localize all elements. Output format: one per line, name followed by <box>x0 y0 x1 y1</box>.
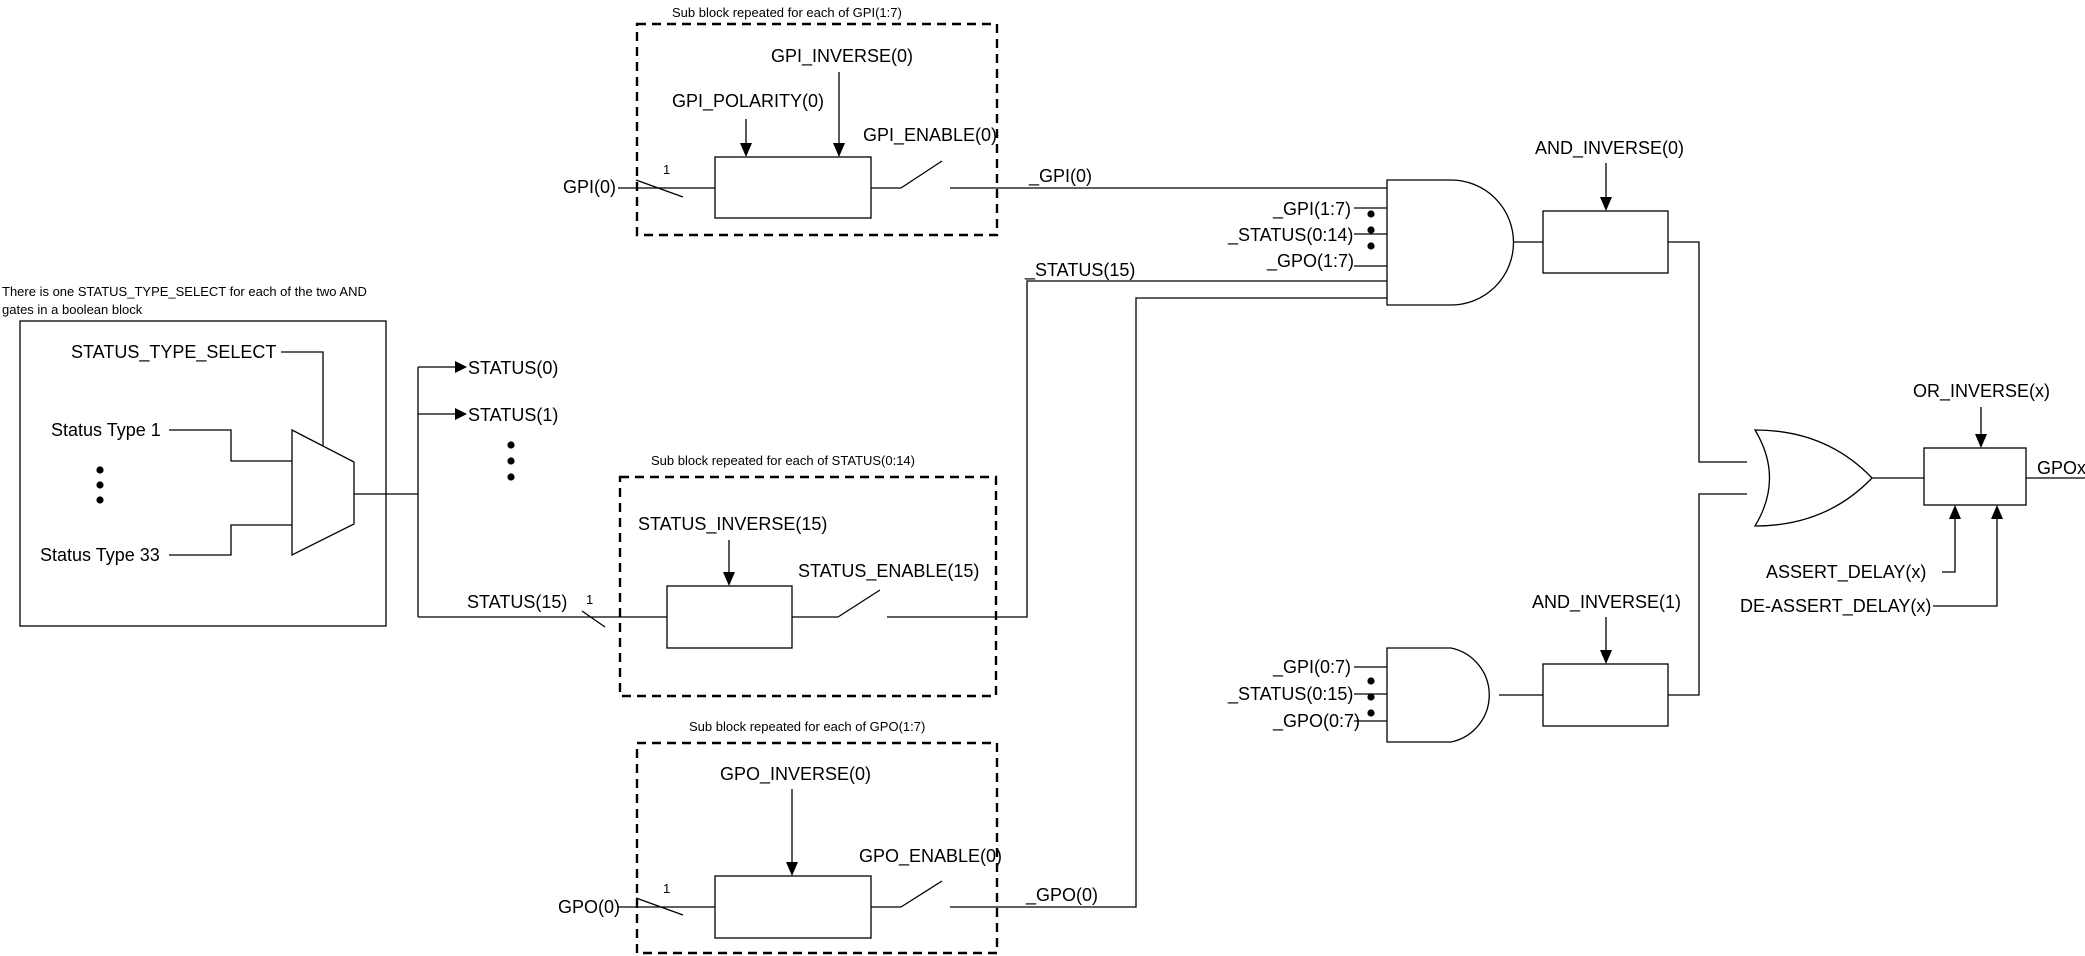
gpi-polarity-arrowhead <box>740 143 752 157</box>
and1-to-or-wire <box>1668 493 1747 696</box>
gpo-output-wire <box>950 297 1387 908</box>
gpo-inverse-box <box>714 875 872 939</box>
gpi-enable-label: GPI_ENABLE(0) <box>863 125 997 146</box>
gpo-sub-block-caption: Sub block repeated for each of GPO(1:7) <box>689 719 925 734</box>
status-type-first-wire <box>169 429 292 462</box>
status-select-frame <box>19 320 387 627</box>
and-gate-1: _GPI(0:7) _STATUS(0:15) _GPO(0:7) AND_IN… <box>1227 592 1681 743</box>
gpo-sub-block: Sub block repeated for each of GPO(1:7) … <box>558 719 1002 955</box>
and-gate-0: _GPI(1:7) _STATUS(0:14) _GPO(1:7) AND_IN… <box>1227 138 1684 306</box>
and1-status-input-label: _STATUS(0:15) <box>1227 684 1353 705</box>
status15-bus-slash <box>581 610 606 628</box>
gpi-bus-width: 1 <box>663 162 670 177</box>
status-type-last-wire <box>169 524 292 556</box>
and0-inverse-label: AND_INVERSE(0) <box>1535 138 1684 159</box>
status1-arrowhead <box>455 408 467 420</box>
gpo-output-label: _GPO(0) <box>1025 885 1098 906</box>
gpo-sub-block-frame <box>635 741 999 955</box>
and1-inverse-label: AND_INVERSE(1) <box>1532 592 1681 613</box>
deassert-delay-label: DE-ASSERT_DELAY(x) <box>1740 596 1931 617</box>
status-types-ellipsis-dot <box>96 496 104 504</box>
status-type-select-block: There is one STATUS_TYPE_SELECT for each… <box>2 284 418 627</box>
assert-delay-label: ASSERT_DELAY(x) <box>1766 562 1926 583</box>
deassert-delay-wire <box>1933 519 1998 607</box>
deassert-delay-arrowhead <box>1991 505 2003 519</box>
gpi-polarity-label: GPI_POLARITY(0) <box>672 91 824 112</box>
status-type-last-label: Status Type 33 <box>40 545 160 565</box>
and-gate-0-symbol <box>1386 179 1515 306</box>
gpi-sub-block-caption: Sub block repeated for each of GPI(1:7) <box>672 5 902 20</box>
status0-label: STATUS(0) <box>468 358 558 378</box>
and1-inputs-ellipsis-dot <box>1367 709 1375 717</box>
status1-label: STATUS(1) <box>468 405 558 425</box>
and0-inputs-ellipsis-dot <box>1367 226 1375 234</box>
status0-arrowhead <box>455 361 467 373</box>
and0-status-input-label: _STATUS(0:14) <box>1227 225 1353 246</box>
or-inverse-label: OR_INVERSE(x) <box>1913 381 2050 402</box>
gpo-bus-width: 1 <box>663 881 670 896</box>
and1-inputs-ellipsis-dot <box>1367 677 1375 685</box>
and1-inverse-box <box>1542 663 1669 727</box>
status-select-mux <box>291 428 355 557</box>
status-types-ellipsis-dot <box>96 481 104 489</box>
status-inverse-arrowhead <box>723 572 735 586</box>
gpi-sub-block: Sub block repeated for each of GPI(1:7) … <box>563 5 999 237</box>
status-types-ellipsis-dot <box>96 466 104 474</box>
and0-gpi-input-label: _GPI(1:7) <box>1272 199 1351 220</box>
gpi-inverse-label: GPI_INVERSE(0) <box>771 46 913 67</box>
gpo-enable-switch <box>900 880 943 908</box>
and0-to-or-wire <box>1668 241 1747 463</box>
and1-inverse-arrowhead <box>1600 650 1612 664</box>
and0-inverse-arrowhead <box>1600 197 1612 211</box>
gpox-output-label: GPOx <box>2037 458 2085 478</box>
status-inverse-box <box>666 585 793 649</box>
status-enable-label: STATUS_ENABLE(15) <box>798 561 979 582</box>
status15-output-wire <box>887 280 1387 618</box>
or-inverse-delay-box <box>1923 447 2027 506</box>
gpo-inverse-arrowhead <box>786 862 798 876</box>
assert-delay-arrowhead <box>1949 505 1961 519</box>
status-sub-block-caption: Sub block repeated for each of STATUS(0:… <box>651 453 915 468</box>
or-gate-symbol <box>1753 429 1873 527</box>
gpi-output-label: _GPI(0) <box>1028 166 1092 187</box>
gpi-input-label: GPI(0) <box>563 177 616 197</box>
status15-label: STATUS(15) <box>467 592 567 612</box>
status-outputs-ellipsis-dot <box>507 441 515 449</box>
gpi-inverse-arrowhead <box>833 143 845 157</box>
status-outputs-ellipsis-dot <box>507 457 515 465</box>
status-type-first-label: Status Type 1 <box>51 420 161 440</box>
gpo-input-label: GPO(0) <box>558 897 620 917</box>
and1-gpo-input-label: _GPO(0:7) <box>1272 711 1360 732</box>
status-select-note-line1: There is one STATUS_TYPE_SELECT for each… <box>2 284 367 299</box>
status-type-select-label: STATUS_TYPE_SELECT <box>71 342 276 363</box>
status-select-note-line2: gates in a boolean block <box>2 302 143 317</box>
status-inverse-label: STATUS_INVERSE(15) <box>638 514 827 535</box>
and0-inputs-ellipsis-dot <box>1367 242 1375 250</box>
status-outputs-ellipsis-dot <box>507 473 515 481</box>
or-inverse-arrowhead <box>1975 434 1987 448</box>
gpi-sub-block-frame <box>635 22 999 237</box>
status-sub-block-frame <box>618 475 998 698</box>
gpi-polarity-inverse-box <box>714 156 872 219</box>
and-gate-1-symbol <box>1386 647 1490 743</box>
status-type-select-wire <box>281 351 324 450</box>
status15-bus-width: 1 <box>586 592 593 607</box>
and0-gpo-input-label: _GPO(1:7) <box>1266 251 1354 272</box>
and0-inverse-box <box>1542 210 1669 274</box>
and1-inputs-ellipsis-dot <box>1367 693 1375 701</box>
gpo-enable-label: GPO_ENABLE(0) <box>859 846 1002 867</box>
assert-delay-wire <box>1942 519 1956 573</box>
gpi-enable-switch <box>900 160 943 189</box>
status-enable-switch <box>837 589 881 618</box>
status15-output-label: _STATUS(15) <box>1024 260 1135 281</box>
and1-gpi-input-label: _GPI(0:7) <box>1272 657 1351 678</box>
gpi-bus-slash <box>635 179 684 198</box>
gpo-bus-slash <box>635 897 684 916</box>
and0-inputs-ellipsis-dot <box>1367 210 1375 218</box>
status-fanout: STATUS(0) STATUS(1) STATUS(15) 1 <box>417 358 667 628</box>
gpo-inverse-label: GPO_INVERSE(0) <box>720 764 871 785</box>
or-gate: OR_INVERSE(x) ASSERT_DELAY(x) DE-ASSERT_… <box>1740 381 2085 617</box>
status-sub-block: Sub block repeated for each of STATUS(0:… <box>618 453 998 698</box>
